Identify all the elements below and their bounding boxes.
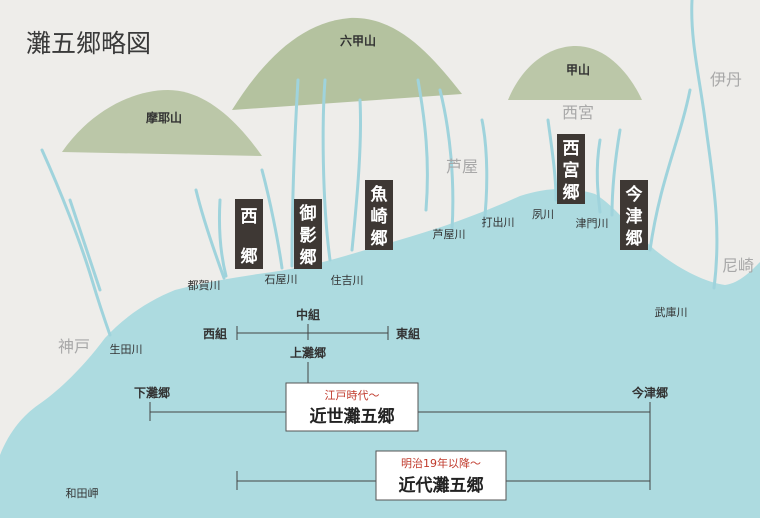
district-tag-imazu-char-2: 津 bbox=[626, 206, 643, 227]
uchide-river-label: 打出川 bbox=[482, 215, 515, 229]
kindai-label: 近代灘五郷 bbox=[399, 475, 484, 496]
district-tag-imazu-char-3: 郷 bbox=[626, 228, 643, 249]
ishiya-river-line bbox=[290, 78, 300, 268]
tsumon-river-line bbox=[610, 128, 622, 217]
higashi-kumi-label: 東組 bbox=[396, 326, 420, 341]
district-tag-imazu-char-1: 今 bbox=[626, 184, 643, 205]
district-tag-uozaki-bg bbox=[365, 180, 393, 250]
district-tag-nishinomiya-bg bbox=[557, 134, 585, 204]
kami-nada-label: 上灘郷 bbox=[290, 345, 326, 360]
ashiya-river-label: 芦屋川 bbox=[433, 228, 466, 241]
district-tag-mikage-char-1: 御 bbox=[299, 203, 317, 224]
ikuta-river-line bbox=[40, 148, 112, 337]
district-tag-nishi-char-2: 郷 bbox=[241, 246, 258, 267]
river-labels: 都賀川 石屋川 住吉川 芦屋川 打出川 夙川 津門川 武庫川 生田川 和田岬 bbox=[66, 208, 688, 500]
diagram-labels: 中組 西組 東組 上灘郷 下灘郷 今津郷 bbox=[134, 307, 668, 400]
district-tag-nishinomiya-char-2: 宮 bbox=[563, 160, 580, 181]
imazu-go-label: 今津郷 bbox=[631, 385, 668, 400]
district-tag-mikage: 御 影 郷 bbox=[294, 199, 322, 269]
kabuto-label: 甲山 bbox=[566, 62, 590, 77]
sumiyoshi-river-line bbox=[350, 98, 363, 252]
ikuta-river-label: 生田川 bbox=[110, 342, 143, 356]
wadamisaki-label: 和田岬 bbox=[66, 487, 99, 500]
meiji-period-label: 明治19年以降～ bbox=[401, 456, 481, 470]
district-tag-uozaki-char-1: 魚 bbox=[371, 184, 388, 205]
river-network bbox=[40, 0, 719, 337]
district-tag-nishinomiya-char-1: 西 bbox=[563, 139, 580, 159]
district-tag-mikage-char-2: 影 bbox=[300, 226, 317, 246]
edo-period-label: 江戸時代～ bbox=[325, 389, 380, 402]
district-tag-nishi-bg bbox=[235, 199, 263, 269]
kinsei-label: 近世灘五郷 bbox=[310, 406, 395, 427]
kobe-label: 神戸 bbox=[58, 337, 90, 356]
ashiya-place-label: 芦屋 bbox=[446, 157, 478, 176]
ashiya-river-line bbox=[438, 88, 455, 232]
district-tag-imazu: 今 津 郷 bbox=[620, 180, 648, 250]
amagasaki-label: 尼崎 bbox=[722, 256, 754, 275]
kindai-box bbox=[375, 450, 507, 501]
kabuto-mountain-shape bbox=[508, 46, 642, 100]
tsuga-branch-line bbox=[217, 198, 228, 278]
nishinomiya-place-label: 西宮 bbox=[562, 103, 594, 122]
shuku-river-label: 夙川 bbox=[532, 208, 554, 221]
tsuga-river-label: 都賀川 bbox=[188, 279, 221, 292]
itami-label: 伊丹 bbox=[710, 70, 742, 89]
maya-label: 摩耶山 bbox=[146, 110, 182, 125]
naka-label: 中組 bbox=[296, 307, 320, 322]
tsumon-river-label: 津門川 bbox=[576, 217, 609, 230]
maya-mountain-shape bbox=[62, 90, 262, 156]
muko-river-label: 武庫川 bbox=[655, 305, 688, 319]
rokko-label: 六甲山 bbox=[340, 33, 376, 48]
diagram-lines bbox=[149, 324, 651, 490]
ikuta-branch-line bbox=[68, 198, 102, 292]
district-tag-uozaki-char-3: 郷 bbox=[371, 228, 388, 249]
sumiyoshi-branch-line bbox=[321, 78, 332, 262]
osaka-bay bbox=[0, 188, 760, 518]
district-tag-mikage-char-3: 郷 bbox=[300, 247, 317, 268]
rokko-mountain-shape bbox=[232, 17, 462, 111]
district-tag-nishinomiya-char-3: 郷 bbox=[563, 182, 580, 203]
ishiya-river-label: 石屋川 bbox=[265, 273, 298, 286]
sumiyoshi-river-label: 住吉川 bbox=[331, 273, 364, 287]
map-title: 灘五郷略図 bbox=[26, 29, 151, 58]
uchide-river-line bbox=[480, 118, 489, 227]
district-tag-nishi: 西 郷 bbox=[235, 199, 263, 269]
muko-branch-line bbox=[648, 88, 692, 252]
shuku-river-line bbox=[546, 118, 558, 202]
tsuga-river-line bbox=[194, 188, 226, 280]
kinsei-box bbox=[285, 382, 419, 432]
district-tag-nishinomiya: 西 宮 郷 bbox=[557, 134, 585, 204]
ishiya-branch-line bbox=[260, 168, 284, 270]
district-tag-uozaki-char-2: 崎 bbox=[371, 206, 388, 227]
muko-river-line bbox=[690, 0, 719, 290]
tsumon-branch-line bbox=[595, 138, 602, 214]
shimo-nada-label: 下灘郷 bbox=[134, 385, 170, 400]
district-tag-imazu-bg bbox=[620, 180, 648, 250]
district-tag-mikage-bg bbox=[294, 199, 322, 269]
district-tag-uozaki: 魚 崎 郷 bbox=[365, 180, 393, 250]
nishi-kumi-label: 西組 bbox=[203, 326, 227, 341]
district-tag-nishi-char-1: 西 bbox=[241, 207, 258, 227]
ashiya-branch-line bbox=[416, 78, 429, 212]
